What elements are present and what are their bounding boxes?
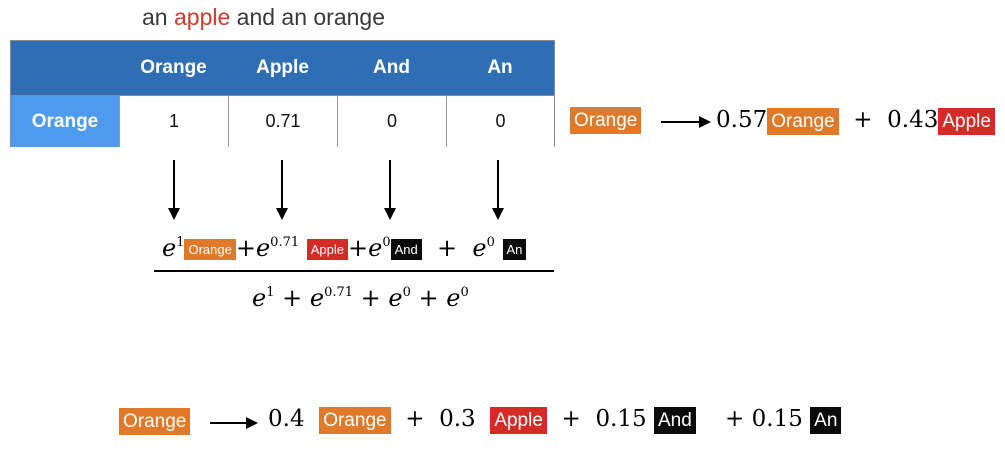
header-an: An bbox=[487, 57, 513, 78]
header-orange: Orange bbox=[140, 57, 207, 78]
title-after: and an orange bbox=[230, 4, 386, 30]
plus-sign: + bbox=[725, 406, 745, 432]
cell-orange-an: 0 bbox=[446, 96, 554, 147]
sentence-title: an apple and an orange bbox=[142, 4, 385, 31]
plus-sign: + bbox=[235, 234, 256, 262]
plus-sign: + bbox=[348, 234, 369, 262]
plus-sign: + bbox=[853, 107, 873, 133]
coefficient: 0.15 bbox=[751, 406, 803, 432]
tag-apple: Apple bbox=[306, 239, 349, 260]
down-arrow-2 bbox=[276, 160, 288, 220]
tag-and: And bbox=[390, 239, 422, 260]
weighted-result-bottom: 0.4 Orange + 0.3 Apple + 0.15 And + 0.15… bbox=[268, 406, 842, 434]
cell-orange-orange: 1 bbox=[119, 96, 228, 147]
plus-sign: + bbox=[274, 284, 310, 312]
header-empty-cell bbox=[11, 41, 119, 95]
tag-orange: Orange bbox=[319, 406, 391, 434]
coefficient: 0.4 bbox=[268, 406, 305, 432]
exp-base: e bbox=[309, 284, 325, 312]
fraction-bar bbox=[154, 270, 554, 272]
softmax-denominator: e1 + e0.71 + e0 + e0 bbox=[252, 284, 469, 312]
coefficient: 0.3 bbox=[439, 406, 476, 432]
down-arrow-3 bbox=[384, 160, 396, 220]
exponent: 0.71 bbox=[324, 285, 354, 300]
exponent: 1 bbox=[266, 285, 275, 300]
row-label-orange: Orange bbox=[11, 96, 119, 147]
coefficient: 0.15 bbox=[595, 406, 647, 432]
tag-orange: Orange bbox=[184, 239, 236, 260]
exponent: 0 bbox=[460, 285, 469, 300]
source-tag-orange: Orange bbox=[570, 107, 642, 134]
exp-base: e bbox=[446, 284, 461, 312]
tag-and: And bbox=[653, 406, 696, 434]
plus-sign: + bbox=[410, 284, 447, 312]
exponent: 0 bbox=[402, 285, 411, 300]
exponent-1: 1 bbox=[176, 235, 185, 250]
right-arrow bbox=[210, 417, 258, 429]
cell-orange-and: 0 bbox=[337, 96, 446, 147]
header-apple: Apple bbox=[256, 57, 309, 78]
exp-base: e bbox=[388, 284, 403, 312]
cell-orange-apple: 0.71 bbox=[228, 96, 337, 147]
header-and: And bbox=[373, 57, 410, 78]
down-arrow-4 bbox=[492, 160, 504, 220]
down-arrow-1 bbox=[168, 160, 180, 220]
table-header-row: Orange Apple And An bbox=[11, 41, 554, 95]
source-tag-orange: Orange bbox=[119, 408, 191, 435]
tag-an: An bbox=[810, 406, 842, 434]
coefficient: 0.57 bbox=[716, 107, 768, 133]
tag-apple: Apple bbox=[938, 107, 995, 135]
exp-base: e bbox=[162, 234, 177, 262]
exp-base: e bbox=[368, 234, 383, 262]
title-before: an bbox=[142, 4, 174, 30]
exp-base: e bbox=[255, 234, 271, 262]
coefficient: 0.43 bbox=[887, 107, 939, 133]
tag-orange: Orange bbox=[767, 107, 839, 135]
plus-sign: + bbox=[405, 406, 425, 432]
table-row: Orange 1 0.71 0 0 bbox=[11, 95, 554, 147]
exponent-4: 0 bbox=[486, 235, 495, 250]
exp-base: e bbox=[472, 234, 487, 262]
plus-sign: + bbox=[353, 284, 389, 312]
exp-base: e bbox=[252, 284, 267, 312]
exponent-2: 0.71 bbox=[270, 235, 300, 250]
title-highlight-apple: apple bbox=[173, 4, 231, 30]
tag-apple: Apple bbox=[490, 406, 547, 434]
similarity-table: Orange Apple And An Orange 1 0.71 0 0 bbox=[10, 40, 555, 147]
tag-an: An bbox=[502, 239, 527, 260]
plus-sign: + bbox=[561, 406, 581, 432]
exponent-3: 0 bbox=[382, 235, 391, 250]
plus-sign: + bbox=[437, 234, 458, 262]
right-arrow bbox=[661, 116, 711, 128]
